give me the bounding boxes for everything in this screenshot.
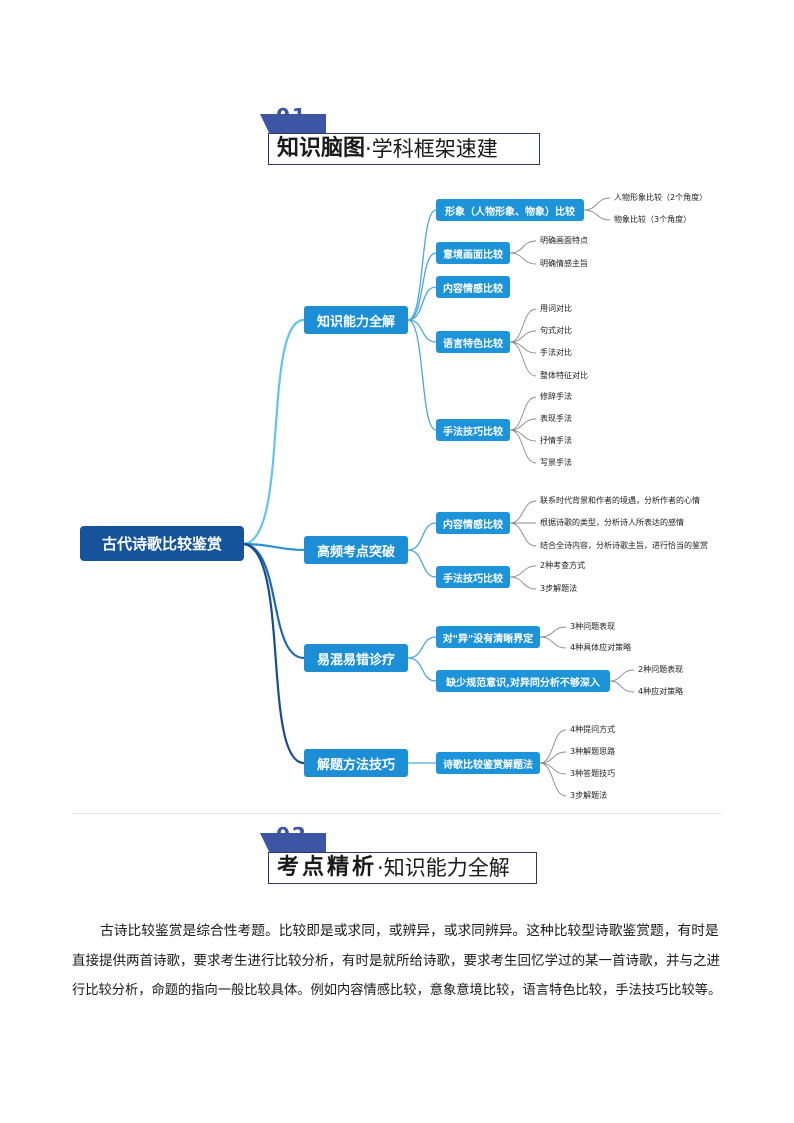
section1-title-sub: ·学科框架速建 bbox=[365, 137, 498, 161]
leaf: 3步解题法 bbox=[570, 791, 608, 800]
branch-knowledge-ability: 知识能力全解 bbox=[304, 306, 408, 334]
branch-high-frequency: 高频考点突破 bbox=[304, 536, 408, 564]
leaf: 2种考查方式 bbox=[540, 561, 586, 570]
section2-title-sub: ·知识能力全解 bbox=[377, 856, 510, 880]
leaf: 联系时代背景和作者的境遇，分析作者的心情 bbox=[540, 496, 700, 505]
leaf: 根据诗歌的类型，分析诗人所表达的感情 bbox=[540, 518, 684, 527]
leaf: 句式对比 bbox=[540, 326, 572, 335]
leaf: 2种问题表现 bbox=[638, 665, 684, 674]
divider bbox=[72, 813, 722, 814]
section2-tab-decoration bbox=[260, 833, 326, 855]
paragraph-line: 古诗比较鉴赏是综合性考题。比较即是或求同，或辨异，或求同辨异。这种比较型诗歌鉴赏… bbox=[100, 923, 719, 939]
leaf: 3种问题表现 bbox=[570, 622, 616, 631]
topic-technique: 手法技巧比较 bbox=[436, 419, 510, 441]
leaf: 4种应对策略 bbox=[638, 687, 684, 696]
leaf: 明确画面特点 bbox=[540, 236, 588, 245]
topic-lack-of-norms: 缺少规范意识,对异同分析不够深入 bbox=[436, 670, 610, 692]
section1-title-main: 知识脑图 bbox=[277, 136, 366, 161]
section1-title: 知识脑图·学科框架速建 bbox=[268, 133, 540, 165]
section2-title: 考点精析·知识能力全解 bbox=[268, 852, 537, 884]
leaf: 人物形象比较（2个角度） bbox=[614, 193, 708, 202]
branch-error-diagnosis: 易混易错诊疗 bbox=[304, 644, 408, 672]
leaf: 手法对比 bbox=[540, 348, 572, 357]
topic-image-comparison: 形象（人物形象、物象）比较 bbox=[436, 199, 584, 221]
leaf: 抒情手法 bbox=[540, 436, 572, 445]
leaf: 3步解题法 bbox=[540, 584, 578, 593]
leaf: 修辞手法 bbox=[540, 392, 572, 401]
section2-number: 02 bbox=[276, 823, 308, 847]
mindmap-connectors bbox=[242, 197, 635, 797]
leaf: 3种答题技巧 bbox=[570, 769, 616, 778]
leaf: 明确情感主旨 bbox=[540, 259, 588, 268]
leaf: 表现手法 bbox=[540, 414, 572, 423]
topic-difference-unclear: 对"异"没有清晰界定 bbox=[436, 626, 540, 648]
mindmap-root: 古代诗歌比较鉴赏 bbox=[80, 526, 244, 561]
topic-language-feature: 语言特色比较 bbox=[436, 331, 510, 353]
topic-artistic-conception: 意境画面比较 bbox=[436, 242, 510, 264]
paragraph-line: 行比较分析，命题的指向一般比较具体。例如内容情感比较，意象意境比较，语言特色比较… bbox=[72, 983, 722, 998]
leaf: 结合全诗内容，分析诗歌主旨，进行恰当的鉴赏 bbox=[540, 541, 708, 550]
topic-poem-comparison-method: 诗歌比较鉴赏解题法 bbox=[436, 752, 540, 774]
leaf: 用词对比 bbox=[540, 304, 572, 313]
leaf: 4种具体应对策略 bbox=[570, 643, 632, 652]
intro-paragraph: 古诗比较鉴赏是综合性考题。比较即是或求同，或辨异，或求同辨异。这种比较型诗歌鉴赏… bbox=[72, 916, 722, 1006]
section1-number: 01 bbox=[276, 104, 308, 128]
topic-content-emotion-2: 内容情感比较 bbox=[436, 512, 510, 534]
topic-content-emotion: 内容情感比较 bbox=[436, 276, 510, 298]
branch-solving-methods: 解题方法技巧 bbox=[304, 749, 408, 777]
leaf: 3种解题思路 bbox=[570, 747, 616, 756]
leaf: 4种提问方式 bbox=[570, 725, 616, 734]
leaf: 物象比较（3个角度） bbox=[614, 215, 692, 224]
section1-tab-decoration bbox=[260, 114, 326, 136]
topic-technique-2: 手法技巧比较 bbox=[436, 566, 510, 588]
leaf: 整体特征对比 bbox=[540, 371, 588, 380]
leaf: 写景手法 bbox=[540, 458, 572, 467]
section2-title-main: 考点精析 bbox=[277, 855, 378, 880]
paragraph-line: 直接提供两首诗歌，要求考生进行比较分析，有时是就所给诗歌，要求考生回忆学过的某一… bbox=[72, 953, 720, 969]
